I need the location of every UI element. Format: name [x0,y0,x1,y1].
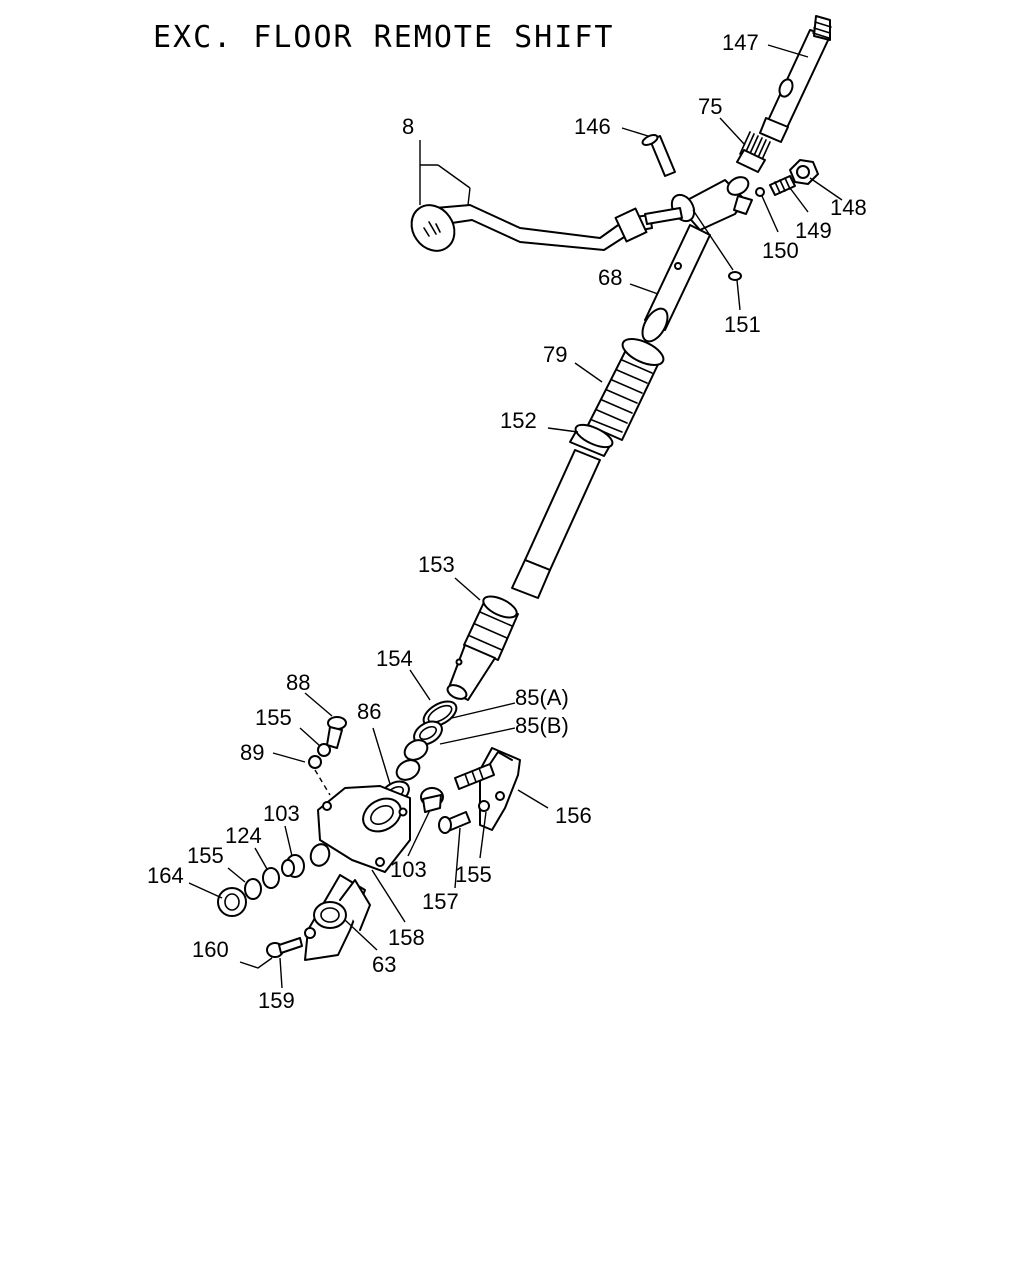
label-85a: 85(A) [515,685,569,710]
pin-146 [641,134,676,177]
label-157: 157 [422,889,459,914]
shaft-68 [641,224,711,343]
spring-75 [736,131,771,173]
leader-lines [188,44,843,989]
shaft-lower [511,449,601,599]
ball-150 [755,187,765,197]
label-79: 79 [543,342,567,367]
label-148: 148 [830,195,867,220]
part-labels: 147 75 146 8 148 149 150 68 151 79 152 1… [147,30,867,1013]
label-150: 150 [762,238,799,263]
label-152: 152 [500,408,537,433]
boot-79 [587,338,665,441]
label-149: 149 [795,218,832,243]
label-85b: 85(B) [515,713,569,738]
diagram-title: EXC. FLOOR REMOTE SHIFT [153,20,614,55]
label-160: 160 [192,937,229,962]
shift-lever-upper [759,15,832,143]
nut-148 [789,159,819,185]
label-75: 75 [698,94,722,119]
label-68: 68 [598,265,622,290]
washer-89 [308,755,322,769]
washer-155-top [317,743,331,757]
label-155-top: 155 [255,705,292,730]
lever-8 [410,204,683,252]
label-63: 63 [372,952,396,977]
label-155-left: 155 [187,843,224,868]
shift-housing-upper [670,176,753,231]
label-159: 159 [258,988,295,1013]
label-153: 153 [418,552,455,577]
ring-85b [403,739,429,761]
washer-124 [262,867,280,889]
ring-152 [569,423,614,457]
bolt-157 [438,763,495,834]
label-158: 158 [388,925,425,950]
label-164: 164 [147,863,184,888]
ring-small [395,759,421,781]
bolt-88 [326,716,347,749]
bolt-159 [266,937,303,958]
label-103-right: 103 [390,857,427,882]
bushing-103-left [281,854,305,878]
bracket-156 [479,747,521,831]
bushing-103-right [420,787,444,813]
washer-155-left [244,878,262,900]
label-89: 89 [240,740,264,765]
label-88: 88 [286,670,310,695]
label-86: 86 [357,699,381,724]
label-155-right: 155 [455,862,492,887]
label-147: 147 [722,30,759,55]
snap-ring-151 [728,271,742,281]
label-154: 154 [376,646,413,671]
label-156: 156 [555,803,592,828]
spring-149 [769,175,796,196]
label-103-left: 103 [263,801,300,826]
washer-155-right [478,800,490,812]
base-plate-158 [309,785,411,873]
label-146: 146 [574,114,611,139]
nut-164 [217,887,247,917]
label-8: 8 [402,114,414,139]
lever-63 [304,874,371,961]
label-124: 124 [225,823,262,848]
label-151: 151 [724,312,761,337]
bushing-153 [446,595,519,701]
